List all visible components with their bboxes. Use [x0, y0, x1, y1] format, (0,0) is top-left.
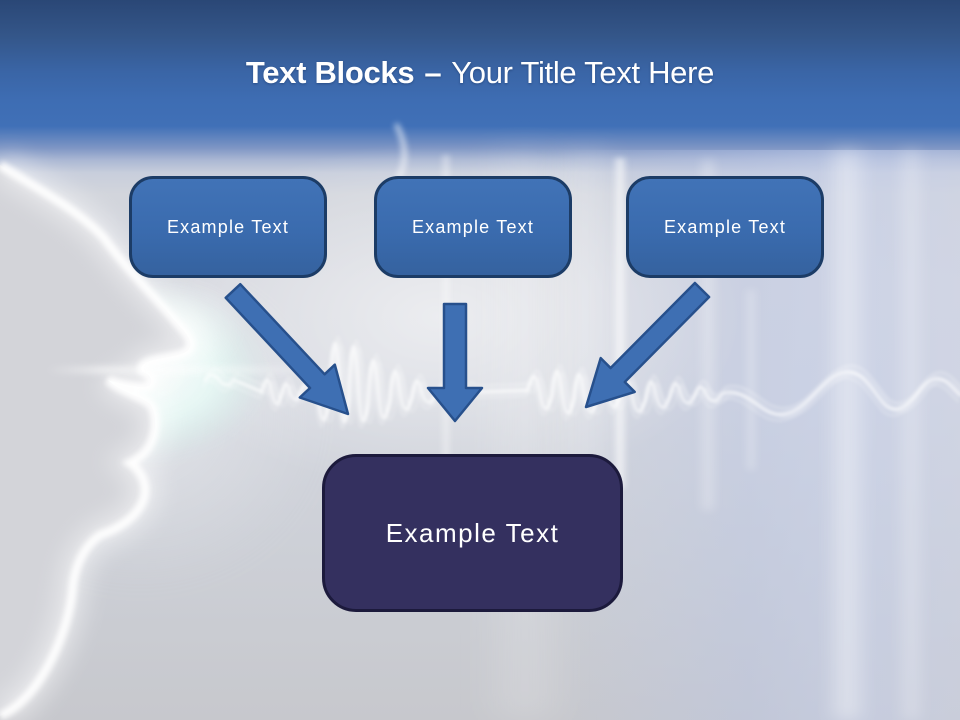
- slide-title-bold: Text Blocks: [245, 55, 415, 90]
- text-block-2[interactable]: Example Text: [374, 176, 572, 278]
- text-block-1[interactable]: Example Text: [129, 176, 327, 278]
- text-block-3[interactable]: Example Text: [626, 176, 824, 278]
- down-arrow-icon: [426, 302, 484, 423]
- text-block-3-label: Example Text: [663, 216, 787, 237]
- light-streak: [824, 150, 870, 720]
- mouth-light-beam: [46, 366, 356, 374]
- slide-title[interactable]: Text Blocks–Your Title Text Here: [0, 50, 960, 96]
- down-left-arrow-icon: [584, 281, 711, 409]
- slide-title-regular: Your Title Text Here: [451, 55, 715, 90]
- down-right-arrow-icon: [224, 282, 350, 416]
- text-block-1-label: Example Text: [166, 216, 290, 237]
- center-text-block[interactable]: Example Text: [322, 454, 623, 612]
- slide-title-separator: –: [424, 55, 442, 90]
- light-streak: [896, 150, 926, 720]
- text-block-2-label: Example Text: [411, 216, 535, 237]
- light-streak: [744, 290, 758, 470]
- center-text-block-label: Example Text: [385, 517, 560, 548]
